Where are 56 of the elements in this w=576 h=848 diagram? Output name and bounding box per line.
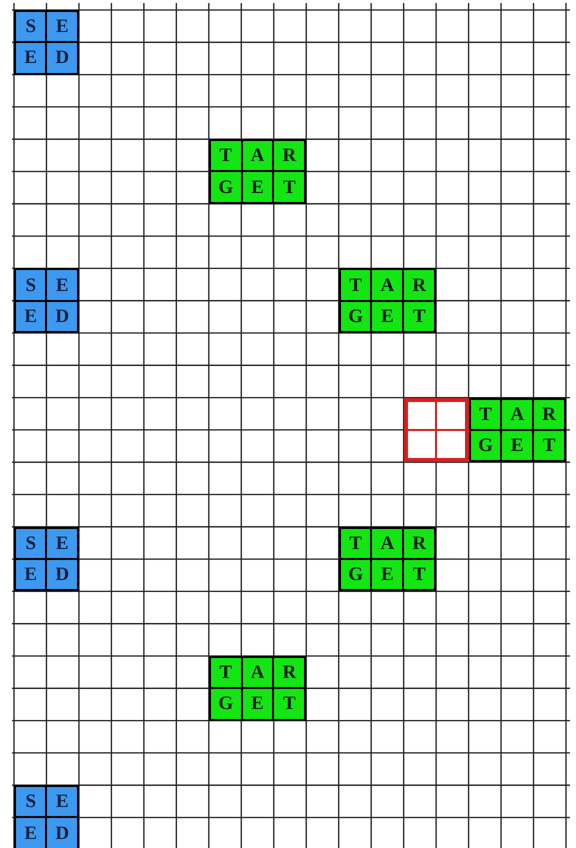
letter-tile: A (242, 657, 274, 688)
letter-tile: D (46, 300, 78, 332)
letter-tile: S (15, 528, 46, 560)
letter-tile: E (15, 817, 46, 848)
letter-tile: R (533, 398, 565, 430)
word-block (14, 785, 79, 848)
letter-tile: R (273, 657, 306, 688)
letter-tile: T (210, 140, 242, 172)
letter-tile: R (403, 528, 436, 560)
letter-tile: E (242, 688, 274, 720)
letter-tile: E (371, 559, 404, 590)
letter-tile: R (273, 140, 306, 172)
letter-tile: E (46, 11, 78, 42)
letter-tile: A (501, 398, 534, 430)
letter-tile: R (403, 269, 436, 301)
letter-tile: T (273, 688, 306, 720)
letter-tile: A (371, 528, 404, 560)
letter-tile: T (210, 657, 242, 688)
letter-tile: D (46, 817, 78, 848)
word-block (14, 268, 79, 333)
word-block (338, 268, 436, 333)
letter-tile: E (242, 171, 274, 203)
letter-tile: G (470, 430, 502, 462)
letter-tile: G (340, 300, 372, 332)
word-block (338, 526, 436, 592)
letter-tile: E (46, 528, 78, 560)
letter-tile: E (371, 300, 404, 332)
word-block (208, 656, 306, 721)
letter-tile: E (15, 42, 46, 74)
letter-tile: E (46, 786, 78, 818)
word-block (208, 139, 306, 204)
letter-tile: T (340, 528, 372, 560)
letter-tile: E (15, 300, 46, 332)
word-block (14, 526, 79, 592)
letter-tile: A (242, 140, 274, 172)
word-block (468, 398, 566, 462)
highlight-box (404, 398, 469, 462)
letter-tile: E (46, 269, 78, 301)
letter-tile: E (15, 559, 46, 590)
letter-tile: D (46, 559, 78, 590)
letter-tile: T (533, 430, 565, 462)
letter-tile: S (15, 11, 46, 42)
letter-tile: T (470, 398, 502, 430)
letter-tile: S (15, 786, 46, 818)
letter-tile: D (46, 42, 78, 74)
letter-tile: T (340, 269, 372, 301)
letter-tile: G (210, 171, 242, 203)
letter-tile: T (403, 300, 436, 332)
letter-tile: G (210, 688, 242, 720)
letter-tile: G (340, 559, 372, 590)
letter-tile: S (15, 269, 46, 301)
letter-tile: A (371, 269, 404, 301)
word-block (14, 10, 79, 75)
letter-tile: E (501, 430, 534, 462)
letter-tile: T (273, 171, 306, 203)
letter-tile: T (403, 559, 436, 590)
